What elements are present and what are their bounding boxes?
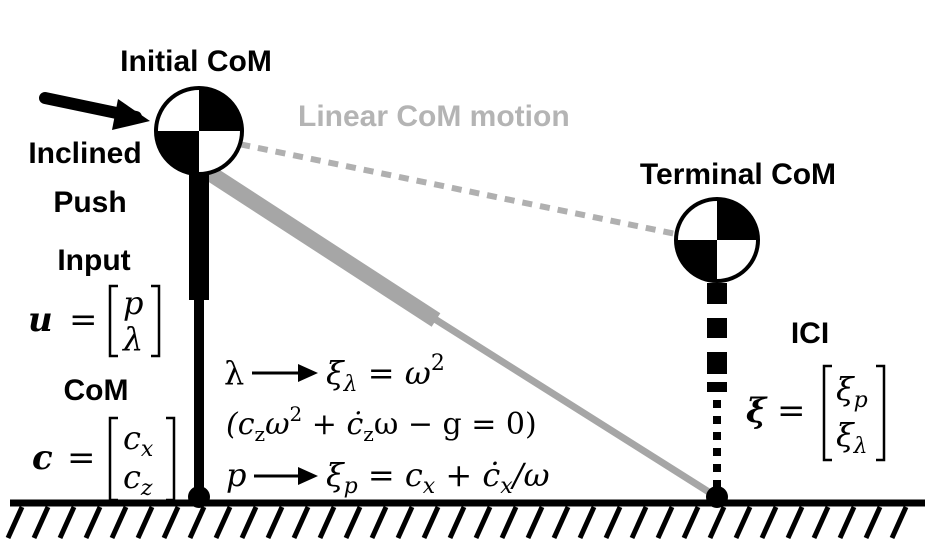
lambda-arrow — [252, 364, 318, 382]
hatch-line — [733, 505, 753, 540]
hatch-line — [759, 505, 779, 540]
com-label: CoM — [64, 374, 129, 407]
lambda-mapping-equation: λ ξλ = ω2 — [224, 351, 445, 397]
hatch-line — [889, 505, 909, 540]
c-top: cx — [123, 419, 154, 462]
hatch-line — [161, 505, 181, 540]
hatch-line — [317, 505, 337, 540]
c-bracket-right — [166, 416, 176, 502]
hatch-line — [707, 505, 727, 540]
u-bracket-left — [108, 284, 118, 358]
p-input: p — [226, 456, 246, 494]
c-bracket-left — [108, 416, 118, 502]
hatch-line — [369, 505, 389, 540]
hatch-line — [863, 505, 883, 540]
vertical-leg — [188, 172, 210, 508]
hatch-line — [57, 505, 77, 540]
hatch-line — [785, 505, 805, 540]
hatch-line — [525, 505, 545, 540]
hatch-line — [83, 505, 103, 540]
hatch-line — [421, 505, 441, 540]
xi-bottom: ξλ — [836, 416, 868, 459]
terminal-leg — [706, 283, 728, 508]
inclined-label: Inclined — [28, 137, 141, 170]
hatch-line — [239, 505, 259, 540]
xi-bracket-left — [822, 364, 832, 462]
hatch-line — [447, 505, 467, 540]
input-vector-equation: u = p λ — [28, 284, 161, 358]
u-symbol: u — [28, 300, 53, 340]
p-mapping-equation: p ξp = cx + ċx/ω — [226, 456, 550, 499]
constraint-equation: (czω2 + ċzω − g = 0) — [226, 402, 537, 446]
u-top: p — [123, 284, 143, 322]
c-equals: = — [67, 438, 96, 478]
terminal-com-mass — [674, 197, 760, 283]
hatch-line — [395, 505, 415, 540]
hatch-line — [5, 505, 25, 540]
hatch-line — [655, 505, 675, 540]
hatch-line — [343, 505, 363, 540]
initial-com-mass — [154, 86, 244, 176]
hatch-line — [629, 505, 649, 540]
push-label: Push — [53, 186, 126, 219]
ici-vector-equation: ξ = ξp ξλ — [746, 364, 886, 462]
lambda-result: ξλ = ω2 — [326, 351, 445, 397]
hatch-line — [499, 505, 519, 540]
ground-hatching — [5, 505, 909, 540]
ici-label: ICI — [791, 317, 829, 350]
hatch-line — [603, 505, 623, 540]
hatch-line — [109, 505, 129, 540]
foot-right — [706, 486, 728, 508]
foot-left — [188, 486, 210, 508]
hatch-line — [265, 505, 285, 540]
u-bracket-right — [151, 284, 161, 358]
lambda-input: λ — [224, 354, 244, 392]
ground — [5, 499, 925, 540]
hatch-line — [291, 505, 311, 540]
u-bottom: λ — [121, 320, 143, 358]
p-result: ξp = cx + ċx/ω — [326, 456, 550, 499]
c-bottom: cz — [123, 458, 153, 501]
input-label: Input — [57, 244, 130, 277]
xi-top: ξp — [836, 370, 868, 413]
p-arrow — [254, 467, 318, 485]
xi-symbol: ξ — [746, 391, 768, 431]
xi-bracket-right — [876, 364, 886, 462]
hatch-line — [551, 505, 571, 540]
com-vector-equation: c = cx cz — [32, 416, 176, 502]
hatch-line — [473, 505, 493, 540]
hatch-line — [31, 505, 51, 540]
inclined-leg — [200, 163, 714, 497]
hatch-line — [681, 505, 701, 540]
hatch-line — [135, 505, 155, 540]
hatch-line — [213, 505, 233, 540]
hatch-line — [577, 505, 597, 540]
u-equals: = — [69, 300, 98, 340]
hatch-line — [811, 505, 831, 540]
c-symbol: c — [32, 438, 53, 478]
terminal-com-label: Terminal CoM — [640, 158, 836, 191]
hatch-line — [187, 505, 207, 540]
hatch-line — [837, 505, 857, 540]
push-arrow — [39, 92, 150, 130]
initial-com-label: Initial CoM — [120, 45, 272, 78]
xi-equals: = — [777, 391, 806, 431]
linear-com-motion-label: Linear CoM motion — [298, 100, 570, 133]
linear-com-motion-arrow — [204, 134, 718, 251]
